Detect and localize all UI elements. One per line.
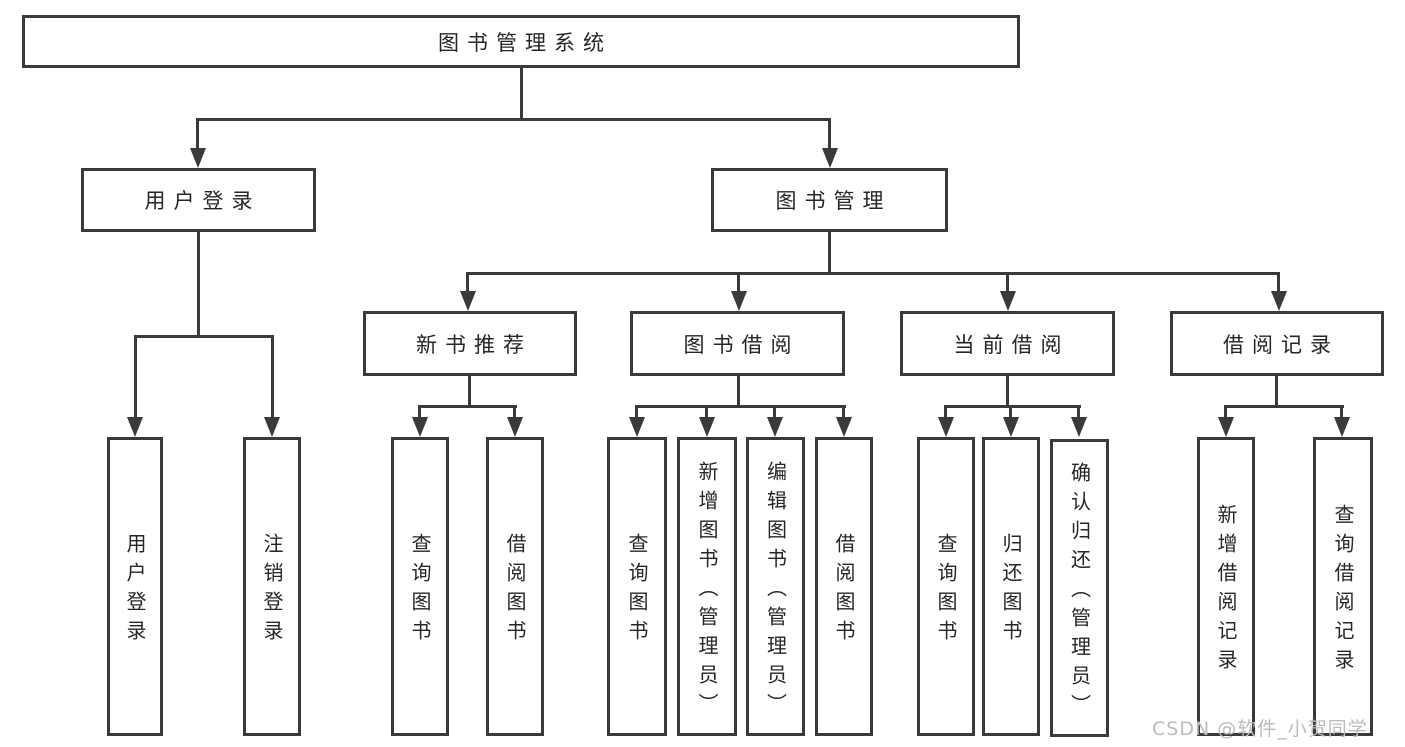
leaf-borrowing-add-label: 新增图书（管理员）	[695, 460, 719, 722]
node-root-label: 图书管理系统	[438, 30, 612, 55]
arrow-borrowing-leaf-3	[767, 417, 783, 437]
leaf-borrowing-add: 新增图书（管理员）	[677, 437, 737, 736]
connector-user-login-drop-1	[134, 335, 137, 421]
arrow-records-leaf-2	[1334, 417, 1350, 437]
arrow-to-leaf-login	[127, 417, 143, 437]
connector-book-mgmt-stem	[828, 232, 831, 275]
connector-new-books-drop-1	[418, 405, 421, 421]
leaf-user-login: 用户登录	[107, 437, 163, 736]
leaf-records-query-label: 查询借阅记录	[1331, 504, 1355, 678]
node-book-mgmt-label: 图书管理	[775, 189, 892, 213]
node-borrowing-records: 借阅记录	[1170, 311, 1384, 376]
leaf-borrowing-edit: 编辑图书（管理员）	[746, 437, 805, 736]
leaf-current-query-label: 查询图书	[934, 533, 958, 649]
arrow-current-leaf-2	[1003, 417, 1019, 437]
arrow-to-records	[1271, 291, 1287, 311]
leaf-newbooks-query-label: 查询图书	[408, 533, 432, 649]
leaf-current-confirm: 确认归还（管理员）	[1050, 439, 1109, 737]
leaf-borrowing-borrow: 借阅图书	[815, 437, 873, 736]
connector-book-mgmt-drop-3	[1006, 272, 1009, 295]
connector-borrowing-drop-2	[705, 405, 708, 421]
leaf-logout-label: 注销登录	[260, 533, 284, 649]
connector-new-books-drop-2	[513, 405, 516, 421]
connector-new-books-bar	[418, 405, 517, 408]
arrow-new-books-leaf-2	[507, 417, 523, 437]
connector-current-drop-2	[1009, 405, 1012, 421]
leaf-current-query: 查询图书	[917, 437, 975, 736]
connector-book-mgmt-drop-1	[466, 272, 469, 295]
connector-root-stem	[520, 68, 523, 121]
leaf-records-query: 查询借阅记录	[1313, 437, 1373, 736]
arrow-to-new-books	[460, 291, 476, 311]
connector-borrowing-drop-4	[842, 405, 845, 421]
node-current-borrowing-label: 当前借阅	[953, 332, 1070, 357]
connector-records-stem	[1275, 376, 1278, 408]
arrow-to-user-login	[190, 148, 206, 168]
leaf-borrowing-borrow-label: 借阅图书	[832, 533, 856, 649]
leaf-newbooks-borrow: 借阅图书	[486, 437, 544, 736]
leaf-borrowing-edit-label: 编辑图书（管理员）	[763, 460, 788, 722]
leaf-borrowing-query-label: 查询图书	[625, 533, 649, 649]
connector-borrowing-bar	[635, 405, 846, 408]
arrow-current-leaf-1	[938, 417, 954, 437]
connector-records-bar	[1224, 405, 1344, 408]
connector-user-login-bar	[134, 335, 274, 338]
leaf-borrowing-query: 查询图书	[607, 437, 667, 736]
arrow-borrowing-leaf-4	[836, 417, 852, 437]
connector-user-login-stem	[197, 232, 200, 338]
leaf-logout: 注销登录	[243, 437, 301, 736]
leaf-newbooks-query: 查询图书	[391, 437, 449, 736]
arrow-borrowing-leaf-1	[629, 417, 645, 437]
node-new-books: 新书推荐	[363, 311, 577, 376]
connector-borrowing-drop-1	[635, 405, 638, 421]
connector-book-mgmt-bar	[466, 272, 1280, 275]
connector-root-drop-right	[828, 118, 831, 152]
node-root: 图书管理系统	[22, 15, 1020, 68]
connector-root-bar	[197, 118, 831, 121]
connector-current-drop-1	[944, 405, 947, 421]
leaf-current-return: 归还图书	[982, 437, 1040, 736]
node-user-login-label: 用户登录	[144, 189, 261, 213]
node-book-borrowing-label: 图书借阅	[683, 332, 800, 357]
arrow-new-books-leaf-1	[412, 417, 428, 437]
connector-records-drop-1	[1224, 405, 1227, 421]
arrow-to-leaf-logout	[264, 417, 280, 437]
leaf-records-add-label: 新增借阅记录	[1214, 504, 1238, 678]
node-book-mgmt: 图书管理	[711, 168, 948, 232]
connector-records-drop-2	[1340, 405, 1343, 421]
leaf-current-confirm-label: 确认归还（管理员）	[1067, 462, 1092, 723]
node-current-borrowing: 当前借阅	[900, 311, 1115, 376]
connector-current-bar	[944, 405, 1081, 408]
connector-new-books-stem	[468, 376, 471, 408]
arrow-to-borrowing	[731, 291, 747, 311]
connector-root-drop-left	[196, 118, 199, 152]
leaf-user-login-label: 用户登录	[123, 533, 147, 649]
node-user-login: 用户登录	[81, 168, 316, 232]
connector-user-login-drop-2	[271, 335, 274, 421]
arrow-to-current	[1000, 291, 1016, 311]
connector-book-mgmt-drop-4	[1277, 272, 1280, 295]
leaf-current-return-label: 归还图书	[999, 533, 1023, 649]
node-new-books-label: 新书推荐	[416, 332, 532, 357]
csdn-watermark: CSDN @软件_小贺同学	[1152, 718, 1368, 740]
connector-book-mgmt-drop-2	[737, 272, 740, 295]
connector-current-drop-3	[1077, 405, 1080, 421]
leaf-newbooks-borrow-label: 借阅图书	[503, 533, 527, 649]
connector-borrowing-drop-3	[773, 405, 776, 421]
arrow-to-book-mgmt	[822, 148, 838, 168]
node-book-borrowing: 图书借阅	[630, 311, 845, 376]
arrow-current-leaf-3	[1071, 417, 1087, 437]
connector-borrowing-stem	[737, 376, 740, 408]
node-borrowing-records-label: 借阅记录	[1223, 332, 1339, 357]
connector-current-stem	[1006, 376, 1009, 408]
arrow-borrowing-leaf-2	[699, 417, 715, 437]
leaf-records-add: 新增借阅记录	[1197, 437, 1255, 736]
arrow-records-leaf-1	[1218, 417, 1234, 437]
